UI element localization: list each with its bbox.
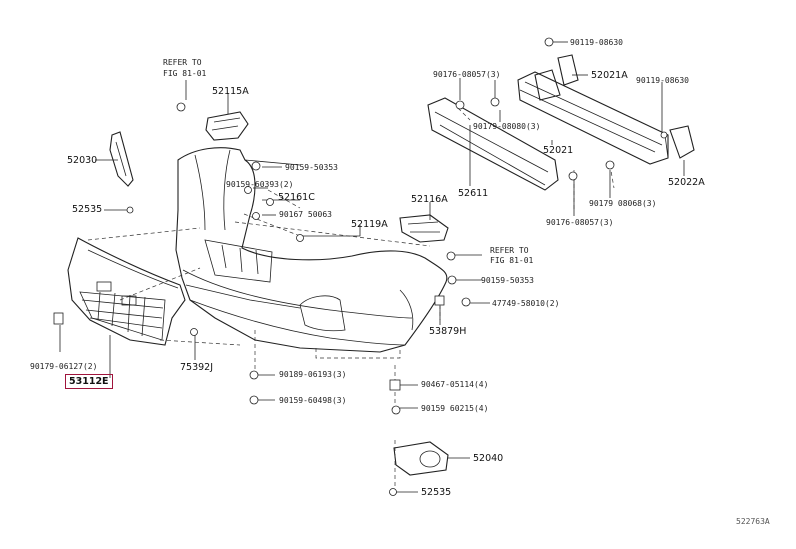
bumper-cover-drawing: [175, 147, 448, 353]
part-90159-60215[interactable]: 90159 60215(4): [421, 404, 489, 413]
leader-lines: [59, 41, 685, 493]
part-90159-50353[interactable]: 90159-50353: [285, 163, 338, 172]
refer-to-label: REFER TO: [163, 58, 202, 67]
part-90467-05114[interactable]: 90467-05114(4): [421, 380, 489, 389]
part-47749-58010[interactable]: 47749-58010(2): [492, 299, 560, 308]
part-90159-60498[interactable]: 90159-60498(3): [279, 396, 347, 405]
part-90189-06193[interactable]: 90189-06193(3): [279, 370, 347, 379]
part-52119a[interactable]: 52119A: [351, 219, 388, 230]
part-53112e-highlighted[interactable]: 53112E: [65, 374, 113, 389]
part-90159-50353-b[interactable]: 90159-50353: [481, 276, 534, 285]
part-52611[interactable]: 52611: [458, 188, 489, 199]
part-90179-06127[interactable]: 90179-06127(2): [30, 362, 98, 371]
part-90179-08080[interactable]: 90179-08080(3): [473, 122, 541, 131]
part-52161c[interactable]: 52161C: [278, 192, 315, 203]
part-90159-60393[interactable]: 90159-60393(2): [226, 180, 294, 189]
lower-grille-drawing: [67, 237, 186, 346]
part-52116a[interactable]: 52116A: [411, 194, 448, 205]
part-75392j[interactable]: 75392J: [180, 362, 214, 373]
part-90179-08068[interactable]: 90179 08068(3): [589, 199, 657, 208]
part-52022a[interactable]: 52022A: [668, 177, 705, 188]
refer-to-label-2: REFER TO: [490, 246, 529, 255]
part-52535[interactable]: 52535: [72, 204, 103, 215]
part-52115a[interactable]: 52115A: [212, 86, 249, 97]
fig-reference-link-2[interactable]: FIG 81-01: [490, 256, 534, 265]
part-90176-08057[interactable]: 90176-08057(3): [433, 70, 501, 79]
part-90176-08057-b[interactable]: 90176-08057(3): [546, 218, 614, 227]
retainer-52116a-drawing: [399, 214, 449, 243]
fasteners: [53, 37, 668, 496]
part-90119-08630-b[interactable]: 90119-08630: [636, 76, 689, 85]
part-90119-08630[interactable]: 90119-08630: [570, 38, 623, 47]
part-53879h[interactable]: 53879H: [429, 326, 467, 337]
reinforcement-drawing: [427, 54, 695, 191]
fig-reference-link[interactable]: FIG 81-01: [163, 69, 207, 78]
part-52535-b[interactable]: 52535: [421, 487, 452, 498]
part-52040[interactable]: 52040: [473, 453, 504, 464]
side-bracket-drawing: [109, 131, 134, 187]
part-52030[interactable]: 52030: [67, 155, 98, 166]
part-52021a[interactable]: 52021A: [591, 70, 628, 81]
fog-cover-drawing: [393, 441, 449, 476]
part-90167-50063[interactable]: 90167 50063: [279, 210, 332, 219]
retainer-52115a-drawing: [205, 111, 249, 141]
part-52021[interactable]: 52021: [543, 145, 574, 156]
figure-code: 522763A: [736, 517, 770, 526]
